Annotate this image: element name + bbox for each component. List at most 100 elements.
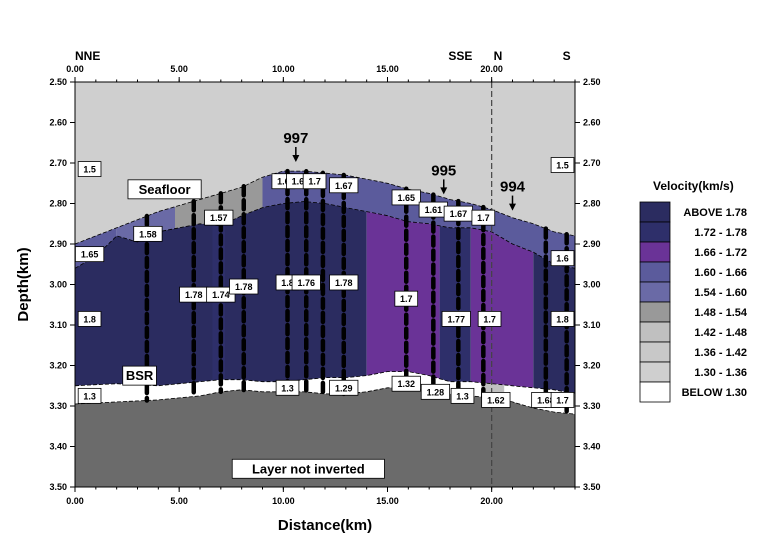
layer-not-inverted-region [75,387,575,487]
velocity-label-box [391,375,421,392]
velocity-label-box [77,387,102,404]
velocity-label: 1.8 [83,314,96,324]
velocity-label-box [550,250,575,267]
velocity-label: 1.78 [235,282,253,292]
drill-site-arrow-head [509,203,516,211]
legend-swatch [639,281,671,303]
velocity-label-box [477,311,502,327]
velocity-label: 1.77 [447,314,465,324]
y-tick-label-left: 2.50 [49,77,67,87]
y-tick-label-right: 3.20 [583,361,601,371]
x-tick-label-bottom: 20.00 [480,496,503,506]
legend-swatch [639,221,671,243]
legend-swatch [639,261,671,283]
velocity-label-box [133,225,163,242]
velocity-label: 1.6 [277,177,290,187]
velocity-label: 1.62 [487,395,505,405]
velocity-label-box [229,278,259,295]
velocity-label-box [275,379,300,396]
velocity-label: 1.3 [83,391,96,401]
velocity-label: 1.8 [556,314,569,324]
velocity-label-box [471,209,496,226]
velocity-label: 1.76 [297,278,315,288]
y-tick-label-left: 2.90 [49,239,67,249]
y-tick-label-left: 3.40 [49,442,67,452]
y-tick-label-left: 3.30 [49,401,67,411]
water-column-region [75,82,575,244]
velocity-label-box [441,311,471,327]
velocity-label: 1.6 [556,254,569,264]
legend-swatch [639,201,671,223]
x-tick-label-bottom: 5.00 [170,496,188,506]
y-tick-label-right: 3.30 [583,401,601,411]
velocity-label-box [77,311,102,327]
x-tick-label-top: 5.00 [170,64,188,74]
y-tick-label-right: 3.40 [583,442,601,452]
legend-label: BELOW 1.30 [682,387,747,399]
x-tick-label-bottom: 15.00 [376,496,399,506]
legend-swatch [639,381,671,403]
legend-swatch [639,361,671,383]
legend-label: 1.54 - 1.60 [694,287,747,299]
legend-label: 1.60 - 1.66 [694,267,747,279]
velocity-label-box [204,209,234,226]
y-tick-label-right: 2.60 [583,118,601,128]
velocity-label: 1.28 [427,387,445,397]
y-tick-label-right: 2.80 [583,199,601,209]
legend-label: 1.48 - 1.54 [694,307,747,319]
velocity-label: 1.74 [212,290,230,300]
velocity-label: 1.61 [425,205,443,215]
velocity-label-box [391,189,421,206]
legend-label: 1.42 - 1.48 [694,327,747,339]
bsr-layer-zone [75,371,575,415]
y-tick-label-left: 3.20 [49,361,67,371]
velocity-label-box [550,157,575,173]
x-tick-label-top: 20.00 [480,64,503,74]
velocity-label-box [302,173,327,190]
sediment-zone [470,227,534,388]
velocity-label: 1.7 [483,314,496,324]
y-tick-label-left: 3.50 [49,482,67,492]
legend-title: Velocity(km/s) [653,179,734,193]
velocity-label: 1.67 [335,181,353,191]
y-tick-label-right: 3.10 [583,320,601,330]
x-tick-label-bottom: 0.00 [66,496,84,506]
y-tick-label-left: 2.60 [49,118,67,128]
y-tick-label-right: 2.70 [583,158,601,168]
velocity-label-box [420,383,451,400]
velocity-label: 1.67 [450,209,468,219]
legend-swatch [639,301,671,323]
y-tick-label-left: 3.00 [49,280,67,290]
annotation-label: BSR [126,368,154,383]
annotation-label: Seafloor [139,182,191,197]
velocity-label: 1.65 [81,250,99,260]
velocity-label: 1.7 [556,395,569,405]
y-tick-label-right: 2.90 [583,239,601,249]
sediment-zone [75,223,213,386]
y-tick-label-left: 2.70 [49,158,67,168]
velocity-label: 1.5 [83,165,96,175]
sediment-zone [439,225,471,382]
velocity-label-box [550,392,575,408]
annotation-box [231,458,385,479]
velocity-label-box [329,177,359,194]
velocity-label: 1.32 [397,379,415,389]
y-tick-label-left: 3.10 [49,320,67,330]
velocity-label: 1.7 [400,294,413,304]
annotation-label: Layer not inverted [252,461,365,476]
upper-layer-zone [262,171,575,269]
legend-label: 1.72 - 1.78 [694,227,747,239]
drill-site-arrow-head [292,154,300,162]
velocity-label-box [74,246,105,263]
plot-area [74,81,576,488]
y-axis-title: Depth(km) [15,247,32,321]
legend-swatch [639,321,671,343]
velocity-label: 1.78 [335,278,353,288]
annotation-box [127,179,202,200]
legend-swatch [639,241,671,263]
direction-label: SSE [448,49,472,63]
legend-swatch [639,341,671,363]
legend-label: ABOVE 1.78 [683,207,747,219]
legend-label: 1.66 - 1.72 [694,247,747,259]
